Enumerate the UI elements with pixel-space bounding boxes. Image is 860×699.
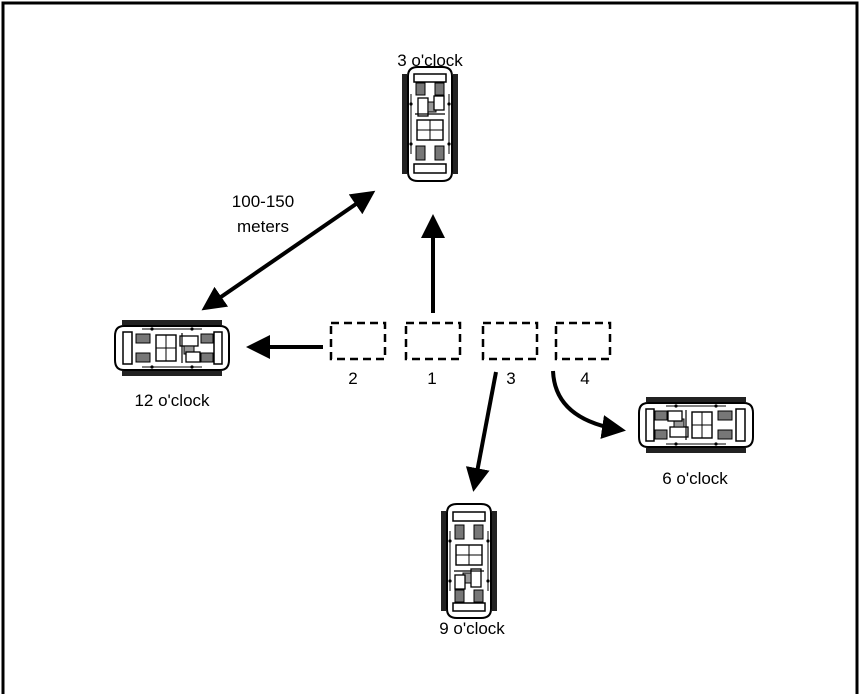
vehicle-south — [440, 503, 498, 619]
position-label-3: 3 — [506, 369, 516, 388]
vehicle-north — [401, 66, 459, 182]
vehicle-west — [114, 319, 230, 377]
distance-unit: meters — [237, 217, 289, 236]
label-3-oclock: 3 o'clock — [397, 51, 463, 70]
position-label-1: 1 — [427, 369, 437, 388]
label-6-oclock: 6 o'clock — [662, 469, 728, 488]
distance-value: 100-150 — [231, 192, 295, 211]
distance-arrow — [201, 190, 376, 311]
position-label-4: 4 — [580, 369, 590, 388]
vehicle-east — [638, 396, 754, 454]
position-box-3 — [481, 321, 539, 361]
position-box-2 — [329, 321, 387, 361]
position-box-4 — [554, 321, 612, 361]
arrow-to-east — [551, 370, 626, 439]
label-9-oclock: 9 o'clock — [439, 619, 505, 638]
position-label-2: 2 — [348, 369, 358, 388]
position-box-1 — [404, 321, 462, 361]
arrow-to-south — [465, 371, 498, 492]
label-12-oclock: 12 o'clock — [134, 391, 210, 410]
